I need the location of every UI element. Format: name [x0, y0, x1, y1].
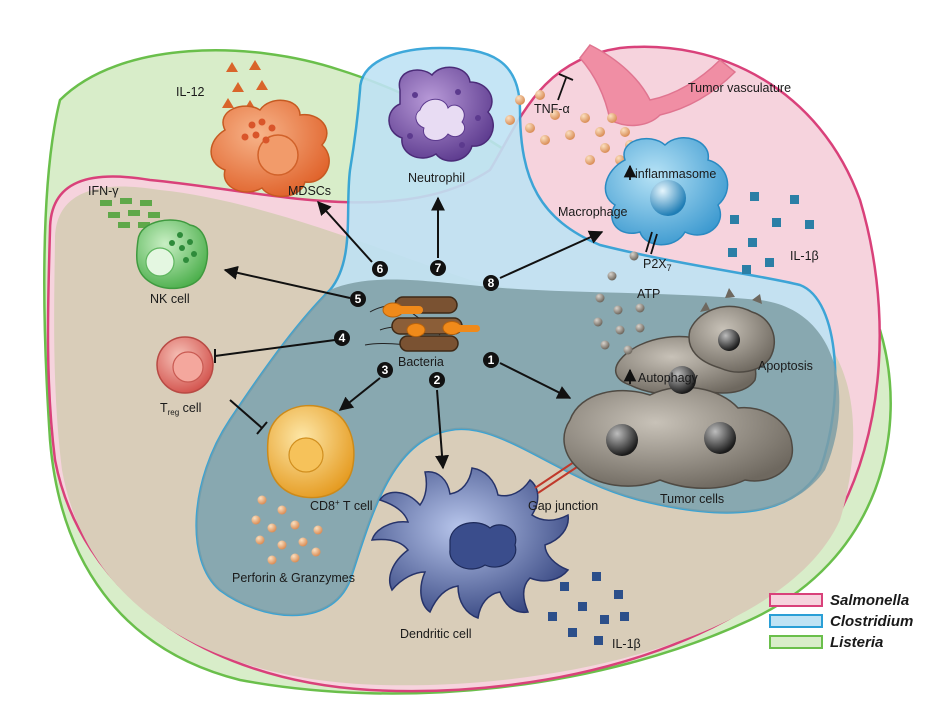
step-badge-2: 2 — [429, 372, 445, 388]
arrow-2-dendritic — [435, 389, 450, 470]
tumor-vasculature: Tumor vasculature — [579, 44, 791, 127]
arrow-4-treg-inhibit — [214, 339, 336, 363]
neutrophil-cell — [388, 66, 494, 162]
treg-cell — [156, 336, 214, 394]
tnf-alpha-label: TNF-α — [534, 102, 570, 116]
il1b-top-label: IL-1β — [790, 249, 819, 263]
svg-text:Listeria: Listeria — [830, 634, 883, 651]
neutrophil-label: Neutrophil — [408, 171, 465, 185]
svg-text:6: 6 — [377, 262, 384, 276]
il1b-squares-bottom — [548, 572, 629, 645]
atp-dots — [593, 271, 645, 355]
step-badge-8: 8 — [483, 275, 499, 291]
tumor-cells-label: Tumor cells — [660, 492, 724, 506]
arrow-3-cd8 — [338, 377, 381, 411]
il1b-bottom-label: IL-1β — [612, 637, 641, 651]
bacteria-label: Bacteria — [398, 355, 444, 369]
ifng-label: IFN-γ — [88, 184, 119, 198]
tumor-cells — [563, 288, 794, 489]
mdsc-cell — [210, 99, 330, 197]
nk-cell — [135, 219, 209, 290]
cd8-t-cell — [266, 404, 355, 499]
il12-label: IL-12 — [176, 85, 205, 99]
legend: Salmonella Clostridium Listeria — [769, 592, 913, 651]
svg-text:5: 5 — [355, 292, 362, 306]
legend-item-listeria: Listeria — [769, 634, 883, 651]
apoptosis-label: Apoptosis — [758, 359, 813, 373]
svg-text:1: 1 — [488, 353, 495, 367]
step-badge-4: 4 — [334, 330, 350, 346]
il1b-squares-top — [728, 192, 814, 274]
dendritic-cell — [370, 467, 570, 619]
p2x7-atp-dot — [629, 251, 639, 261]
step-badge-3: 3 — [377, 362, 393, 378]
ifng-rects — [100, 198, 160, 228]
svg-text:Salmonella: Salmonella — [830, 592, 909, 609]
arrow-6-mdsc — [317, 200, 373, 263]
mdscs-label: MDSCs — [288, 184, 331, 198]
legend-item-clostridium: Clostridium — [769, 613, 913, 630]
svg-text:2: 2 — [434, 373, 441, 387]
treg-cell-label: Treg cell — [160, 401, 201, 417]
cd8-label: CD8+ T cell — [310, 498, 373, 513]
macrophage-cell — [604, 137, 729, 246]
arrow-8-macrophage — [499, 230, 604, 279]
svg-text:3: 3 — [382, 363, 389, 377]
nk-cell-label: NK cell — [150, 292, 190, 306]
perforin-dots — [251, 495, 323, 565]
treg-cd8-inhibit — [229, 399, 268, 435]
p2x7-label: P2X7 — [643, 257, 672, 273]
dendritic-cell-label: Dendritic cell — [400, 627, 472, 641]
autophagy-label: Autophagy — [638, 371, 699, 385]
arrow-5-nk — [223, 265, 351, 299]
gap-junction-label: Gap junction — [528, 499, 598, 513]
svg-text:Clostridium: Clostridium — [830, 613, 913, 630]
atp-label: ATP — [637, 287, 660, 301]
svg-text:4: 4 — [339, 331, 346, 345]
tumor-vasculature-label: Tumor vasculature — [688, 81, 791, 95]
arrow-1-tumor — [499, 362, 572, 399]
step-badge-6: 6 — [372, 261, 388, 277]
step-badge-5: 5 — [350, 291, 366, 307]
svg-text:7: 7 — [435, 261, 442, 275]
svg-text:8: 8 — [488, 276, 495, 290]
legend-item-salmonella: Salmonella — [769, 592, 909, 609]
step-badge-1: 1 — [483, 352, 499, 368]
tnf-inhibit-line — [557, 73, 574, 101]
perforin-label: Perforin & Granzymes — [232, 571, 355, 585]
step-badge-7: 7 — [430, 260, 446, 276]
bacteria-cluster — [364, 296, 480, 352]
macrophage-label: Macrophage — [558, 205, 628, 219]
inflammasome-label: inflammasome — [635, 167, 716, 181]
p2x7-receptor — [645, 231, 658, 255]
